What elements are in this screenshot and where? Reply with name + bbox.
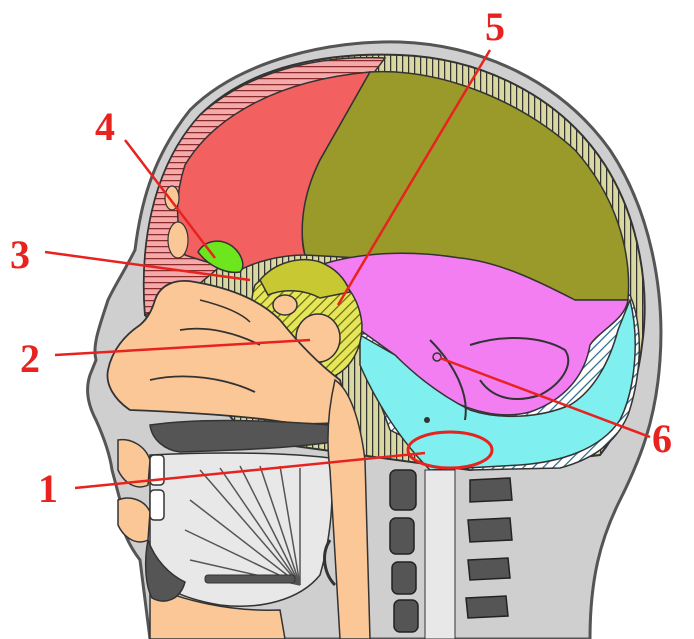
frontal-sinus <box>168 222 188 258</box>
label-2: 2 <box>20 336 40 381</box>
lower-tooth <box>150 490 164 520</box>
small-dot <box>424 417 430 423</box>
spinal-cord <box>425 470 455 639</box>
pituitary <box>273 295 297 315</box>
label-6: 6 <box>652 416 672 461</box>
hyoid <box>205 575 295 583</box>
lower-lip <box>118 498 150 542</box>
label-5: 5 <box>485 4 505 49</box>
label-4: 4 <box>95 104 115 149</box>
label-3: 3 <box>10 232 30 277</box>
label-1: 1 <box>38 466 58 511</box>
